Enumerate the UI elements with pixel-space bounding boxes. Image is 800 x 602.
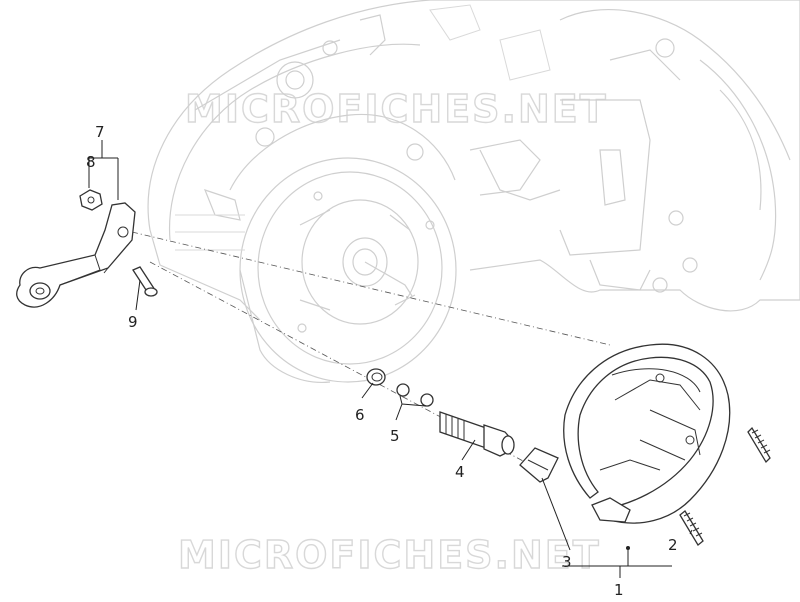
callout-4: 4: [455, 463, 465, 481]
lever-nut: [79, 189, 103, 211]
brake-lever-arm: [16, 202, 136, 308]
callout-8: 8: [86, 153, 96, 171]
shoe-clip: [519, 447, 559, 483]
brake-cam-shaft: [439, 411, 515, 457]
shaft-seal: [366, 368, 386, 386]
callout-1-dot: [626, 546, 630, 550]
callout-2: 2: [668, 536, 678, 554]
watermark-top: MICROFICHES.NET: [185, 87, 608, 131]
callout-6: 6: [355, 406, 365, 424]
brake-shoe-set: [563, 343, 731, 524]
callout-5: 5: [390, 427, 400, 445]
watermark-bottom: MICROFICHES.NET: [178, 533, 601, 577]
callout-7: 7: [95, 123, 105, 141]
callout-9: 9: [128, 313, 138, 331]
engine-housing-ghost: [147, 0, 800, 321]
leader-lines: [88, 140, 693, 578]
brake-drum-ghost: [175, 157, 457, 383]
shoe-springs: [679, 426, 771, 546]
lever-bolt: [132, 266, 158, 297]
callout-1: 1: [614, 581, 624, 599]
callout-3: 3: [562, 553, 572, 571]
o-rings: [396, 383, 434, 407]
assembly-axis-upper: [131, 231, 611, 346]
